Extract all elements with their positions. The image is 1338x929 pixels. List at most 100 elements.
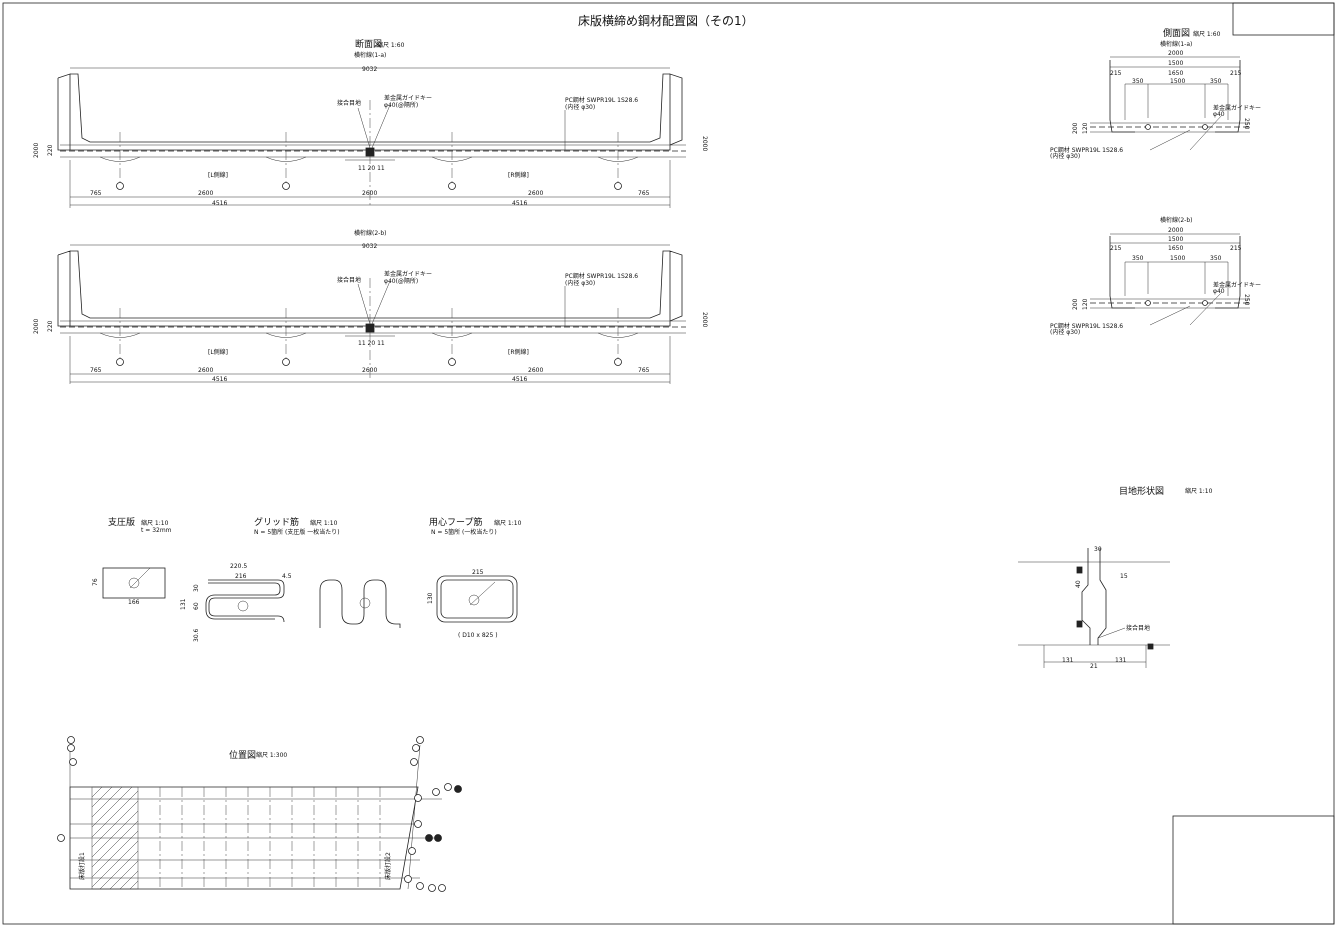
side-hr-2: 250: [1243, 294, 1250, 306]
section-width-1: 9032: [362, 66, 377, 73]
side-h-1: 200: [1072, 122, 1079, 134]
side-edge-1b: 215: [1230, 70, 1242, 77]
dim-2-half-r: 4516: [512, 376, 527, 383]
bearing-title: 支圧版: [108, 516, 135, 528]
dim-2-c: 2600: [362, 367, 377, 374]
joint-title: 目地形状図: [1119, 485, 1164, 497]
grid-bars: グリッド筋 縮尺 1:10 N = 5箇所 (支圧版 一枚当たり) 220.5 …: [180, 516, 401, 642]
grid-r: 4.5: [282, 573, 292, 580]
pc-label-2b: (内径 φ30): [565, 279, 595, 287]
zone-left-2: [L側線]: [208, 348, 228, 356]
side-label-2: 横桁線(2-b): [1160, 216, 1192, 224]
bearing-plate: 支圧版 縮尺 1:10 t = 32mm 166 76: [92, 516, 172, 606]
dim-2-a: 765: [90, 367, 102, 374]
section-title: 断面図: [355, 38, 382, 50]
dim-2-b: 2600: [198, 367, 213, 374]
grid-scale: 縮尺 1:10: [310, 519, 338, 527]
side-inner-2: 1650: [1168, 245, 1183, 252]
grid-title: グリッド筋: [254, 516, 299, 528]
side-pc-2: PC鋼材 SWPR19L 1S28.6: [1050, 322, 1123, 330]
zone-right-1: [R側線]: [508, 171, 529, 179]
side-edge-2b: 215: [1230, 245, 1242, 252]
dim-1-half-l: 4516: [212, 200, 227, 207]
title-block-bottom: [1172, 815, 1335, 925]
grid-d2: 60: [193, 602, 200, 610]
key-label-2: 差金属ガイドキー: [384, 270, 432, 278]
dim-1-d: 2600: [528, 190, 543, 197]
side-total-2: 2000: [1168, 227, 1183, 234]
pc-label-1: PC鋼材 SWPR19L 1S28.6: [565, 96, 638, 104]
joint-top: 30: [1094, 546, 1102, 553]
joint-scale: 縮尺 1:10: [1185, 487, 1213, 495]
side-h-2: 200: [1072, 298, 1079, 310]
grid-d4: 30.6: [193, 628, 200, 642]
h-right-1: 2000: [701, 136, 708, 151]
section-width-2: 9032: [362, 243, 377, 250]
hoop-caption: ( D10 x 825 ): [458, 632, 498, 639]
dim-1-e: 765: [638, 190, 650, 197]
grid-d3: 30: [193, 584, 200, 592]
side-sub-2b: 1500: [1170, 255, 1185, 262]
grid-d1: 131: [180, 598, 187, 610]
h-left2-2: 220: [47, 320, 54, 332]
center-dims-2: 11 20 11: [358, 340, 385, 347]
joint-side: 40: [1075, 580, 1082, 588]
grid-w: 216: [235, 573, 247, 580]
side-key-2: 差金属ガイドキー: [1213, 281, 1261, 289]
dim-2-e: 765: [638, 367, 650, 374]
loc-scale: 縮尺 1:300: [256, 751, 287, 759]
grid-note: N = 5箇所 (支圧版 一枚当たり): [254, 528, 340, 536]
side-view-2: 横桁線(2-b) 2000 1500 215 215 1650 350 1500…: [1050, 216, 1261, 336]
loc-right-label: 床版打設2: [384, 852, 392, 880]
hoop-scale: 縮尺 1:10: [494, 519, 522, 527]
side-sub-1b: 1500: [1170, 78, 1185, 85]
side-mid-1: 1500: [1168, 60, 1183, 67]
joint-label: 接合目地: [1126, 624, 1150, 632]
section-label-2: 横桁線(2-b): [354, 229, 386, 237]
location-plan: 位置図 縮尺 1:300: [57, 736, 462, 892]
side-sub-1a: 350: [1132, 78, 1144, 85]
joint-slope: 15: [1120, 573, 1128, 580]
side-sub-1c: 350: [1210, 78, 1222, 85]
zone-left-1: [L側線]: [208, 171, 228, 179]
section-view-2: 横桁線(2-b) 9032 11 20 11 接合目地 差金属ガイドキー φ40…: [33, 229, 708, 384]
joint-b1: 131: [1062, 657, 1074, 664]
pc-label-2: PC鋼材 SWPR19L 1S28.6: [565, 272, 638, 280]
side-edge-1a: 215: [1110, 70, 1122, 77]
side-edge-2a: 215: [1110, 245, 1122, 252]
side-inner-1: 1650: [1168, 70, 1183, 77]
dim-1-c: 2600: [362, 190, 377, 197]
joint-b3: 131: [1115, 657, 1127, 664]
dim-1-half-r: 4516: [512, 200, 527, 207]
joint-detail: 目地形状図 縮尺 1:10 30 15 40 接合目地 131 21 131: [1018, 485, 1213, 670]
hoop-w: 215: [472, 569, 484, 576]
side-view-1: 側面図 縮尺 1:60 横桁線(1-a) 2000 1500 215 215 1…: [1050, 27, 1261, 160]
hoop-note: N = 5箇所 (一枚当たり): [431, 528, 497, 536]
side-key-1: 差金属ガイドキー: [1213, 104, 1261, 112]
center-dims-1: 11 20 11: [358, 165, 385, 172]
section-label-1: 横桁線(1-a): [354, 51, 386, 59]
grid-top: 220.5: [230, 563, 247, 570]
section-scale: 縮尺 1:60: [377, 41, 405, 49]
dim-2-d: 2600: [528, 367, 543, 374]
side-key-2b: φ40: [1213, 288, 1225, 295]
joint-b2: 21: [1090, 663, 1098, 670]
h-left-2: 2000: [33, 319, 40, 334]
zone-right-2: [R側線]: [508, 348, 529, 356]
key-label-2b: φ40(@隔所): [384, 277, 418, 285]
side-key-1b: φ40: [1213, 111, 1225, 118]
side-label-1: 横桁線(1-a): [1160, 40, 1192, 48]
key-label-1: 差金属ガイドキー: [384, 94, 432, 102]
key-label-1b: φ40(@隔所): [384, 101, 418, 109]
bearing-note: t = 32mm: [141, 527, 172, 534]
pc-label-1b: (内径 φ30): [565, 103, 595, 111]
joint-label-1: 接合目地: [337, 99, 361, 107]
loc-verticals: [159, 787, 381, 889]
hoop-bars: 用心フープ筋 縮尺 1:10 N = 5箇所 (一枚当たり) 215 130 (…: [427, 516, 522, 639]
title-block-top: [1232, 2, 1335, 36]
side-title: 側面図: [1163, 27, 1190, 39]
section-view-1: 断面図 縮尺 1:60 横桁線(1-a) 9032 11 20 11 接合目地: [33, 38, 708, 208]
dim-1-b: 2600: [198, 190, 213, 197]
